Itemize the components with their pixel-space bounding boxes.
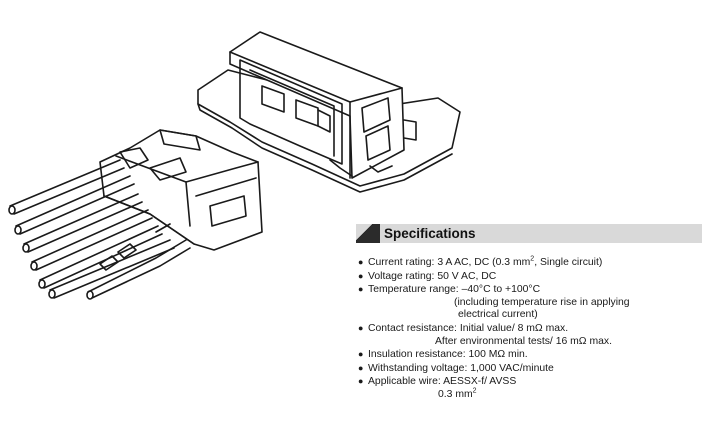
spec-temperature-range: ●Temperature range: –40°C to +100°C (inc… <box>358 284 630 321</box>
spec-current-rating: ●Current rating: 3 A AC, DC (0.3 mm2, Si… <box>358 255 603 268</box>
specifications-title: Specifications <box>384 226 476 241</box>
bullet-icon: ● <box>358 349 364 360</box>
receptacle-housing <box>229 31 405 179</box>
wire-bundle <box>9 159 191 299</box>
specifications-list: ●Current rating: 3 A AC, DC (0.3 mm2, Si… <box>358 256 708 402</box>
bullet-icon: ● <box>358 270 364 281</box>
spec-applicable-wire: ●Applicable wire: AESSX-f/ AVSS 0.3 mm2 <box>358 376 517 400</box>
bullet-icon: ● <box>358 362 364 373</box>
bullet-icon: ● <box>358 257 364 267</box>
spec-contact-resistance: ●Contact resistance: Initial value/ 8 mΩ… <box>358 322 612 347</box>
bullet-icon: ● <box>358 284 364 295</box>
bullet-icon: ● <box>358 322 364 333</box>
plug-housing <box>99 129 263 251</box>
spec-withstanding-voltage: ●Withstanding voltage: 1,000 VAC/minute <box>358 362 554 374</box>
spec-voltage-rating: ●Voltage rating: 50 V AC, DC <box>358 270 497 282</box>
spec-insulation-resistance: ●Insulation resistance: 100 MΩ min. <box>358 349 528 361</box>
connector-illustration <box>8 31 461 300</box>
wire-ends <box>8 205 94 300</box>
header-accent-tab <box>356 224 380 243</box>
bullet-icon: ● <box>358 376 364 387</box>
specifications-header: Specifications <box>356 224 702 243</box>
